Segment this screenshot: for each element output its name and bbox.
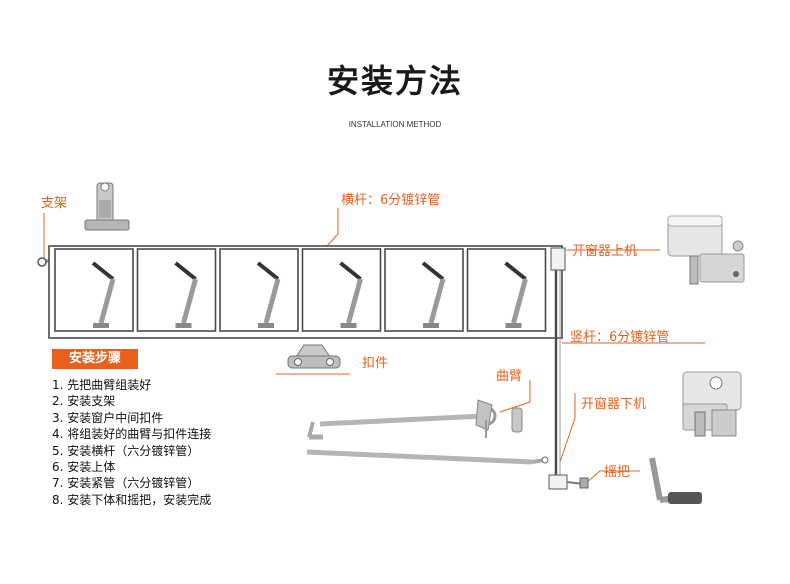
window-pane xyxy=(466,248,547,332)
label-curved-arm: 曲臂 xyxy=(496,369,523,384)
window-pane xyxy=(54,248,134,332)
label-crank: 摇把 xyxy=(604,465,631,480)
window-arm-upper xyxy=(174,261,197,281)
window-arm-upper xyxy=(421,261,445,281)
window-arm-lower xyxy=(511,278,528,324)
window-clip-mount xyxy=(505,323,522,328)
leader-lower-opener xyxy=(559,393,576,463)
window-arm-lower xyxy=(346,278,363,324)
window-arm-lower xyxy=(98,278,116,324)
crank-handle-part xyxy=(649,457,702,504)
label-upper-opener: 开窗器上机 xyxy=(572,244,638,259)
step-item: 7. 安装紧管（六分镀锌管） xyxy=(52,476,200,491)
window-clip-mount xyxy=(175,323,192,328)
lower-opener-unit xyxy=(682,371,742,437)
window-arm-upper xyxy=(504,261,527,281)
step-item: 1. 先把曲臂组装好 xyxy=(52,378,152,392)
steps-heading: 安装步骤 xyxy=(52,349,138,369)
window-pane xyxy=(384,248,464,332)
label-clip: 扣件 xyxy=(362,356,389,371)
label-vertical-bar: 竖杆：6分镀锌管 xyxy=(570,330,670,345)
window-pane xyxy=(219,248,299,332)
page-subtitle: INSTALLATION METHOD xyxy=(348,120,442,129)
long-arm-part xyxy=(306,449,549,465)
window-panes xyxy=(54,248,547,332)
step-item: 5. 安装横杆（六分镀锌管） xyxy=(52,443,200,458)
step-item: 3. 安装窗户中间扣件 xyxy=(52,410,164,425)
step-item: 6. 安装上体 xyxy=(52,460,116,475)
window-arm-lower xyxy=(428,278,446,324)
label-bracket: 支架 xyxy=(41,196,68,211)
leader-curved-arm xyxy=(499,380,531,413)
window-arm-lower xyxy=(181,278,198,324)
lower-joint xyxy=(548,474,589,490)
page-title: 安装方法 xyxy=(326,62,463,100)
bracket-part xyxy=(84,182,130,231)
label-lower-opener: 开窗器下机 xyxy=(581,397,647,412)
curved-arm-part xyxy=(307,399,523,440)
vertical-bar-top-joint xyxy=(550,247,566,271)
window-clip-mount xyxy=(423,323,439,328)
window-clip-mount xyxy=(258,323,274,328)
window-arm-upper xyxy=(91,261,115,281)
step-item: 8. 安装下体和摇把，安装完成 xyxy=(52,492,212,507)
step-item: 2. 安装支架 xyxy=(52,394,116,409)
window-clip-mount xyxy=(340,323,357,328)
window-pane xyxy=(301,248,382,332)
clip-part xyxy=(287,344,341,369)
upper-opener-unit xyxy=(667,215,745,285)
window-arm-upper xyxy=(339,261,362,281)
window-arm-upper xyxy=(256,261,280,281)
label-crossbar: 横杆：6分镀锌管 xyxy=(341,193,441,208)
window-pane xyxy=(136,248,217,332)
window-arm-lower xyxy=(263,278,281,324)
window-clip-mount xyxy=(93,323,109,328)
step-item: 4. 将组装好的曲臂与扣件连接 xyxy=(52,427,212,442)
crossbar-end-cap xyxy=(37,257,47,267)
